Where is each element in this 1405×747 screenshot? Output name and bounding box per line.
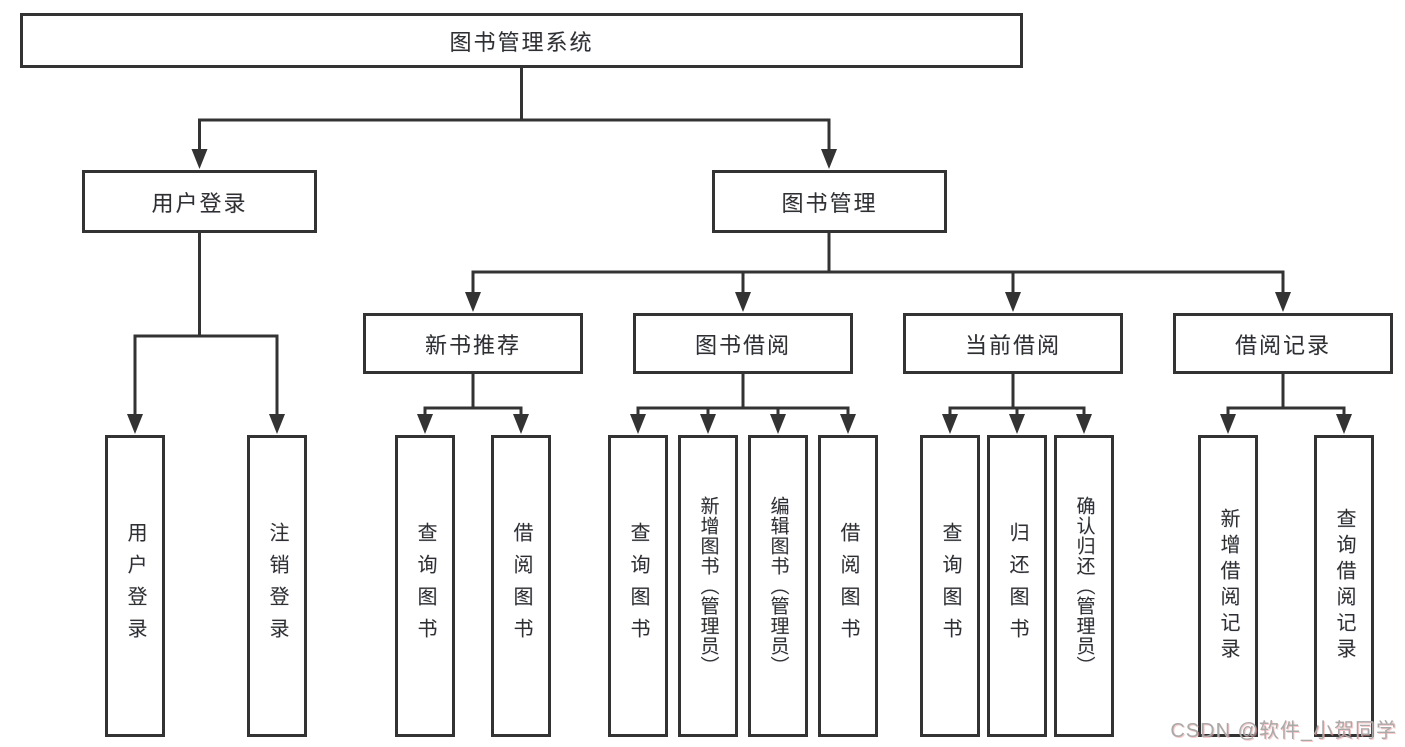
arrowheads [127,149,1352,434]
node-query-borrow-record: 查询借阅记录 [1314,435,1374,737]
node-query-books-borrow: 查询图书 [608,435,668,737]
node-confirm-return-admin: 确认归还（管理员） [1054,435,1114,737]
node-new-book-recommend: 新书推荐 [363,313,583,374]
node-borrow-records: 借阅记录 [1173,313,1393,374]
node-current-borrow: 当前借阅 [903,313,1123,374]
node-query-books-recommend: 查询图书 [395,435,455,737]
node-add-book-admin: 新增图书（管理员） [678,435,738,737]
node-query-books-current: 查询图书 [920,435,980,737]
node-book-management: 图书管理 [712,170,947,233]
node-return-book: 归还图书 [987,435,1047,737]
node-edit-book-admin: 编辑图书（管理员） [748,435,808,737]
node-user-login-leaf: 用户登录 [105,435,165,737]
node-borrow-books-recommend: 借阅图书 [491,435,551,737]
node-borrow-books-leaf: 借阅图书 [818,435,878,737]
node-book-borrow: 图书借阅 [633,313,853,374]
csdn-watermark: CSDN @软件_小贺同学 [1170,720,1397,742]
node-root: 图书管理系统 [20,13,1023,68]
node-add-borrow-record: 新增借阅记录 [1198,435,1258,737]
node-user-login-branch: 用户登录 [82,170,317,233]
node-logout-leaf: 注销登录 [247,435,307,737]
